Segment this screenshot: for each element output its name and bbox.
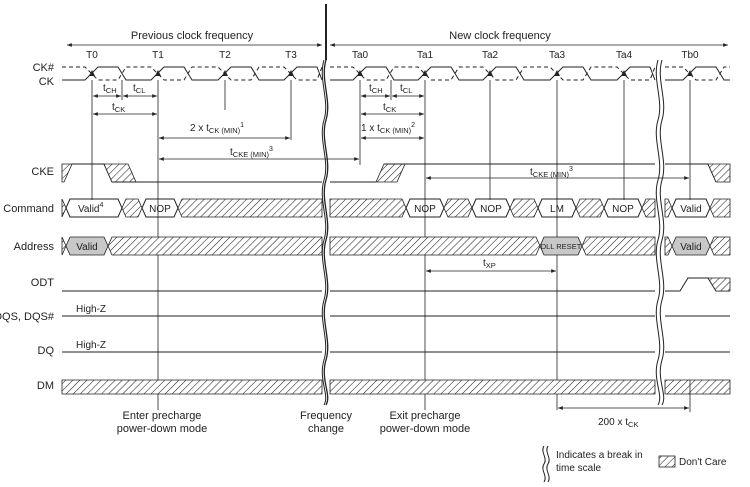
- tcke-min-label-new: tCKE (MIN)3: [530, 166, 573, 179]
- tcl-label-previous: tCL: [133, 83, 145, 95]
- tcke-min-label-previous: tCKE (MIN)3: [230, 146, 273, 159]
- ck-edge-arrows: [89, 70, 693, 76]
- legend: Indicates a break in time scale Don't Ca…: [542, 445, 727, 483]
- signal-dq: DQ: [38, 345, 55, 357]
- command-nop-1: NOP: [149, 204, 171, 215]
- break-legend-icon: [542, 445, 546, 483]
- time-scale-break: [655, 59, 665, 406]
- break-legend-line2: time scale: [556, 463, 601, 474]
- two-hundred-tck: 200 x tCK: [558, 380, 691, 429]
- command-bus: Valid4 NOP NOP NOP LM NOP Valid: [61, 198, 731, 218]
- edge-label-t3: T3: [285, 50, 297, 61]
- one-tck-min-label: 1 x tCK (MIN)2: [361, 122, 415, 135]
- frequency-change-divider: [321, 4, 329, 406]
- ck-waveform: [62, 66, 730, 81]
- dq-high-z: High-Z: [76, 340, 106, 351]
- dqs-waveform: High-Z: [62, 304, 730, 317]
- exit-precharge-line2: power-down mode: [380, 423, 471, 435]
- break-legend-line1: Indicates a break in: [556, 450, 643, 461]
- signal-ck: CK: [39, 76, 55, 88]
- enter-precharge-line2: power-down mode: [117, 423, 208, 435]
- tck-label-new: tCK: [383, 102, 396, 114]
- signal-dm: DM: [37, 380, 54, 392]
- signal-labels: CK# CK CKE Command Address ODT DQS, DQS#…: [0, 62, 55, 392]
- previous-frequency-label: Previous clock frequency: [131, 30, 254, 42]
- exit-precharge-line1: Exit precharge: [390, 410, 461, 422]
- tck-label-previous: tCK: [112, 102, 125, 114]
- edge-label-t0: T0: [86, 50, 98, 61]
- signal-dqs: DQS, DQS#: [0, 311, 55, 323]
- dont-care-swatch: [658, 455, 676, 468]
- clock-edge-labels: T0 T1 T2 T3 Ta0 Ta1 Ta2 Ta3 Ta4 Tb0: [86, 50, 699, 61]
- tch-label-new: tCH: [369, 83, 383, 95]
- txp-label: tXP: [483, 258, 496, 270]
- two-tck-min-label: 2 x tCK (MIN)1: [190, 122, 244, 135]
- dqs-high-z: High-Z: [76, 304, 106, 315]
- edge-label-ta3: Ta3: [549, 50, 566, 61]
- command-valid-1: Valid4: [78, 202, 104, 215]
- dont-care-label: Don't Care: [679, 457, 727, 468]
- signal-command: Command: [3, 203, 54, 215]
- cke-waveform: tCKE (MIN)3: [61, 163, 731, 183]
- command-lm: LM: [550, 204, 564, 215]
- dq-waveform: High-Z: [62, 340, 730, 353]
- edge-label-ta1: Ta1: [417, 50, 434, 61]
- edge-label-ta2: Ta2: [482, 50, 499, 61]
- frequency-change-line2: change: [308, 423, 344, 435]
- signal-cke: CKE: [31, 166, 54, 178]
- new-frequency-label: New clock frequency: [449, 30, 551, 42]
- command-nop-2: NOP: [414, 204, 436, 215]
- address-dll-reset: DLL RESET: [541, 242, 582, 251]
- frequency-change-line1: Frequency: [300, 410, 352, 422]
- signal-ck-n: CK#: [33, 62, 55, 74]
- command-nop-4: NOP: [612, 204, 634, 215]
- edge-label-ta4: Ta4: [616, 50, 633, 61]
- timing-annotations: tCH tCL tCK 2 x tCK (MIN)1 tCKE (MIN)3 t…: [93, 80, 424, 161]
- bottom-annotations: Enter precharge power-down mode Frequenc…: [117, 410, 471, 435]
- edge-label-t2: T2: [219, 50, 231, 61]
- signal-odt: ODT: [31, 277, 55, 289]
- edge-label-ta0: Ta0: [352, 50, 369, 61]
- edge-label-t1: T1: [152, 50, 164, 61]
- edge-guides: [91, 80, 691, 410]
- dm-waveform: [61, 379, 731, 395]
- two-hundred-tck-label: 200 x tCK: [598, 417, 638, 429]
- address-valid-2: Valid: [680, 242, 702, 253]
- tch-label-previous: tCH: [103, 83, 117, 95]
- enter-precharge-line1: Enter precharge: [123, 410, 202, 422]
- address-bus: Valid DLL RESET Valid tXP: [61, 236, 731, 273]
- signal-address: Address: [14, 241, 55, 253]
- tcl-label-new: tCL: [400, 83, 412, 95]
- edge-label-tb0: Tb0: [681, 50, 699, 61]
- command-valid-2: Valid: [680, 204, 702, 215]
- odt-waveform: [62, 277, 731, 292]
- command-nop-3: NOP: [480, 204, 502, 215]
- address-valid-1: Valid: [76, 242, 98, 253]
